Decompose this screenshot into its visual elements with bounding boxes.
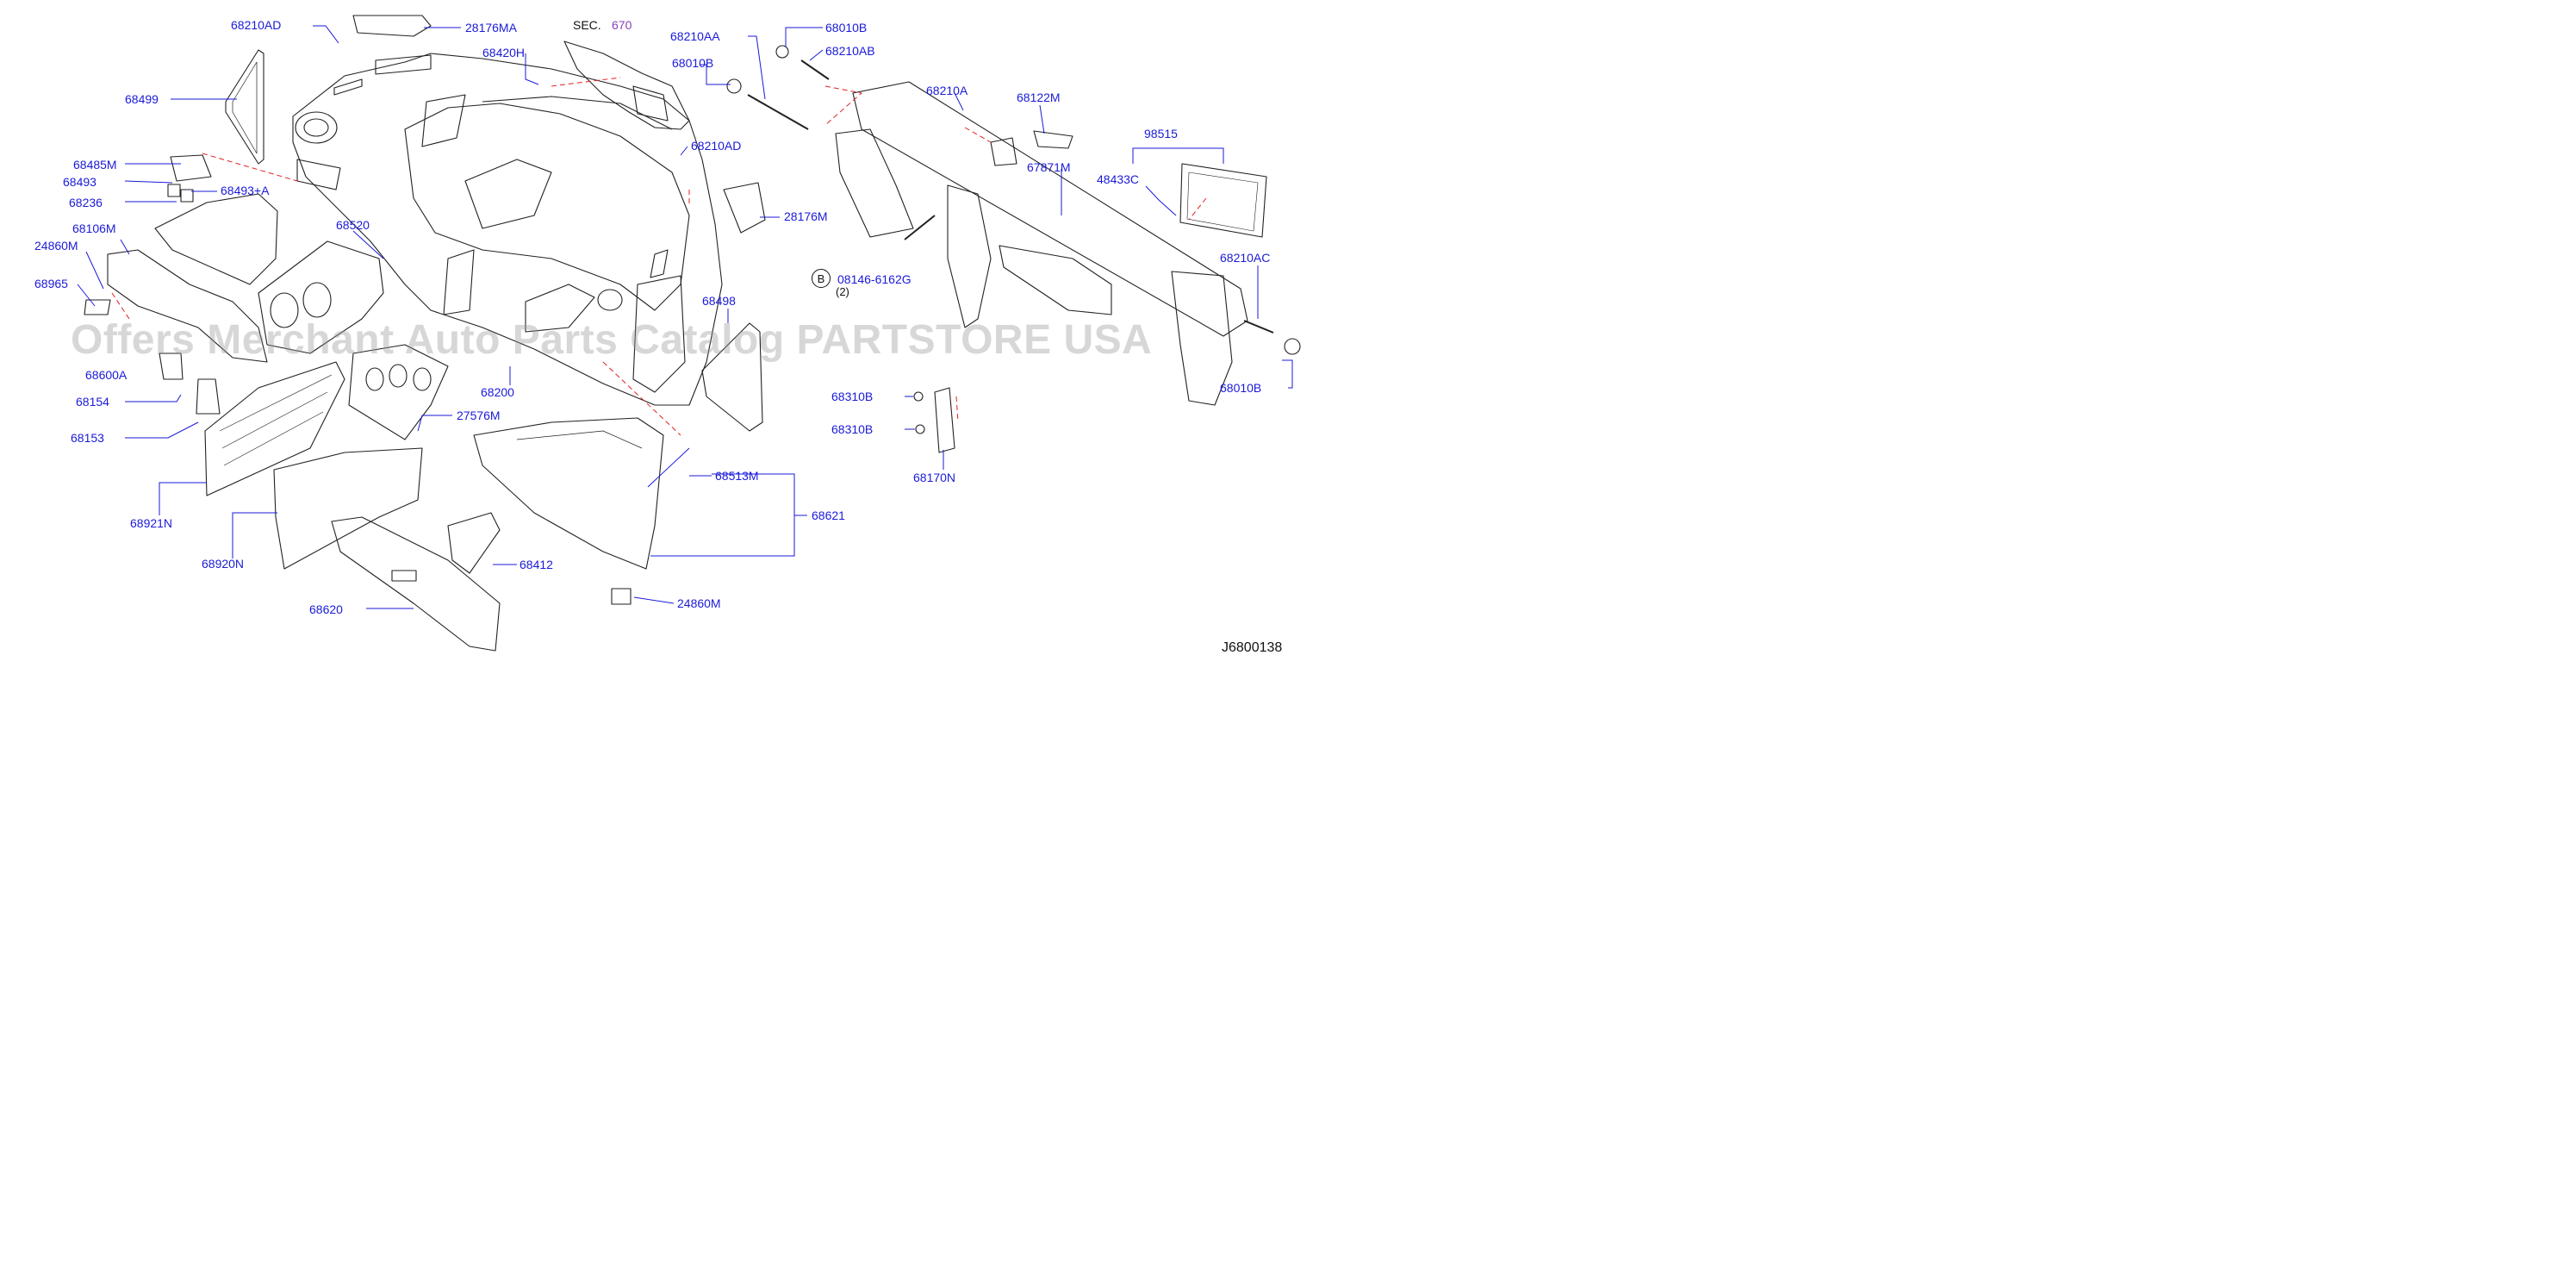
part-label-68920n[interactable]: 68920N [202,557,245,571]
part-label-68620[interactable]: 68620 [309,602,343,616]
part-label-68200[interactable]: 68200 [481,385,514,399]
part-label-68498[interactable]: 68498 [702,294,736,308]
part-label-24860m-bottom[interactable]: 24860M [677,596,721,610]
instrument-panel-68200 [292,53,723,406]
part-label-68010b-mid[interactable]: 68010B [672,56,714,70]
part-label-68210ab[interactable]: 68210AB [825,44,875,58]
part-label-28176m[interactable]: 28176M [784,209,828,223]
part-label-48433c[interactable]: 48433C [1097,172,1140,186]
part-68520 [258,240,384,354]
part-68920n [273,447,423,570]
part-label-68499[interactable]: 68499 [125,92,159,106]
part-label-68965[interactable]: 68965 [34,277,68,290]
part-label-68493a[interactable]: 68493+A [221,184,270,197]
part-68499 [225,49,264,165]
part-label-68210ad-b[interactable]: 68210AD [691,139,742,153]
part-label-68106m[interactable]: 68106M [72,221,116,235]
part-label-68210aa[interactable]: 68210AA [670,29,720,43]
part-label-68010b-top[interactable]: 68010B [825,21,868,34]
part-24860m [611,588,632,605]
part-label-68420h[interactable]: 68420H [482,46,526,59]
part-label-68210ad[interactable]: 68210AD [231,18,282,32]
part-label-68921n[interactable]: 68921N [130,516,173,530]
sec-670-part [563,41,690,130]
part-28176m [723,182,766,234]
sec-number-link[interactable]: 670 [612,18,632,32]
part-label-68493[interactable]: 68493 [63,175,96,189]
part-label-68010b-right[interactable]: 68010B [1220,381,1262,395]
part-27576m [348,344,449,440]
part-label-68153[interactable]: 68153 [71,431,104,445]
part-label-67871m[interactable]: 67871M [1027,160,1071,174]
bolt-marker-b: B [812,269,831,288]
part-label-27576m[interactable]: 27576M [457,409,501,422]
steering-member-67871m [835,81,1248,406]
part-68170n [934,387,955,453]
part-label-68154[interactable]: 68154 [76,395,109,409]
part-label-28176ma[interactable]: 28176MA [465,21,517,34]
part-68921n [204,361,345,496]
part-label-68310b-a[interactable]: 68310B [831,390,874,403]
part-label-68122m[interactable]: 68122M [1017,90,1061,104]
part-label-68236[interactable]: 68236 [69,196,103,209]
part-label-98515[interactable]: 98515 [1144,127,1178,140]
part-28176ma [352,15,432,37]
part-label-68485m[interactable]: 68485M [73,158,117,172]
part-label-68520[interactable]: 68520 [336,218,370,232]
part-label-68170n[interactable]: 68170N [913,471,956,484]
parts-diagram: Offers Merchant Auto Parts Catalog PARTS… [0,0,1331,662]
watermark: Offers Merchant Auto Parts Catalog PARTS… [71,317,1153,363]
part-label-68600a[interactable]: 68600A [85,368,128,382]
exploded-view-drawing [77,15,1301,652]
sec-prefix: SEC. [573,18,601,32]
part-label-68310b-b[interactable]: 68310B [831,422,874,436]
part-68621 [473,417,664,570]
part-68106m [107,249,268,363]
part-68236 [154,193,278,285]
part-68620 [331,516,501,652]
part-label-68621[interactable]: 68621 [812,508,845,522]
part-label-68210ac[interactable]: 68210AC [1220,251,1271,265]
quantity-note: (2) [836,285,849,298]
part-68412 [447,512,501,574]
part-label-68210a[interactable]: 68210A [926,84,968,97]
diagram-id: J6800138 [1222,640,1283,655]
part-98515 [1179,163,1267,238]
part-68498 [701,322,763,432]
part-label-68412[interactable]: 68412 [520,558,553,571]
part-label-68513m[interactable]: 68513M [715,469,759,483]
part-label-24860m-top[interactable]: 24860M [34,239,78,253]
part-label-08146-6162g[interactable]: 08146-6162G [837,272,912,286]
